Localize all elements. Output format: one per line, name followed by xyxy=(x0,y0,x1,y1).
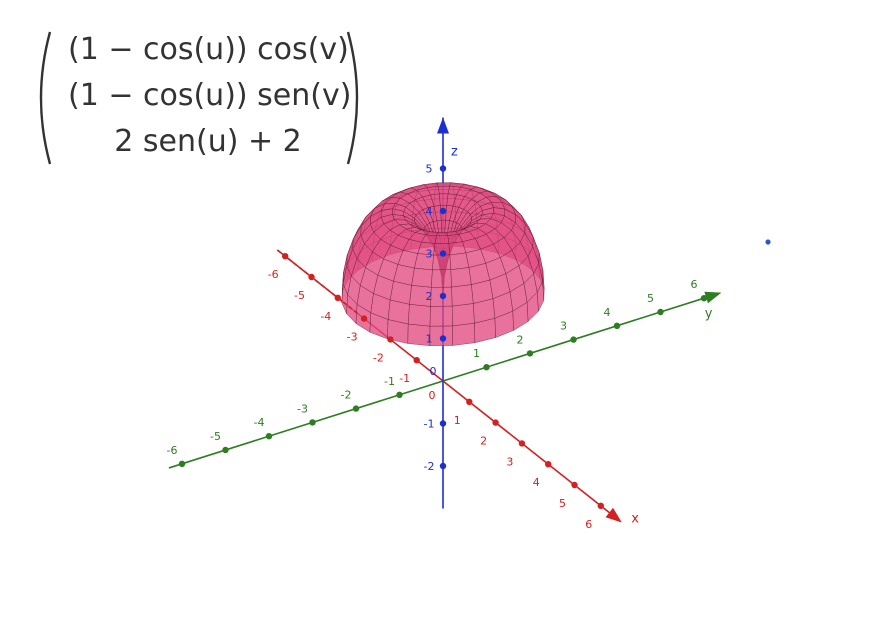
parametric-formula: (1 − cos(u)) cos(v) (1 − cos(u)) sen(v) … xyxy=(28,28,368,168)
x-tick-dot xyxy=(597,502,604,509)
x-tick-dot xyxy=(518,440,526,447)
free-point[interactable] xyxy=(765,239,771,245)
x-axis-dashed-segment xyxy=(276,249,360,316)
y-tick-dot xyxy=(657,308,664,316)
z-tick-dot xyxy=(439,462,447,470)
y-tick-label: -5 xyxy=(210,430,221,443)
surface-patch[interactable] xyxy=(505,265,525,293)
formula-row-y: (1 − cos(u)) sen(v) xyxy=(68,78,352,113)
x-tick-label: 6 xyxy=(585,518,592,531)
surface-patch[interactable] xyxy=(449,252,470,270)
surface-patch[interactable] xyxy=(432,254,452,271)
z-origin-label: 0 xyxy=(430,365,437,378)
y-axis-arrow xyxy=(704,291,722,304)
y-tick-dot xyxy=(309,419,316,426)
z-tick-label: 5 xyxy=(426,163,433,176)
x-axis-arrow xyxy=(605,507,622,523)
z-tick-dot xyxy=(439,292,447,300)
formula-row-x: (1 − cos(u)) cos(v) xyxy=(68,32,349,67)
z-tick-label: -1 xyxy=(424,418,435,431)
surface-patch[interactable] xyxy=(429,305,453,327)
x-tick-dot xyxy=(571,481,578,489)
formula-row-z: 2 sen(u) + 2 xyxy=(114,124,302,159)
z-tick-dot xyxy=(439,420,447,427)
z-tick-dot xyxy=(439,250,447,257)
x-tick-dot xyxy=(282,253,289,260)
z-tick-label: 4 xyxy=(426,205,433,218)
y-tick-dot xyxy=(222,446,229,454)
y-tick-dot xyxy=(613,322,621,329)
z-tick-dot xyxy=(439,335,447,342)
right-paren xyxy=(346,31,359,165)
x-tick-dot xyxy=(492,419,499,426)
x-tick-label: -6 xyxy=(268,268,279,281)
surface-patch[interactable] xyxy=(436,182,452,187)
surface-patch[interactable] xyxy=(452,322,476,346)
x-tick-dot xyxy=(545,461,552,468)
surface-patch[interactable] xyxy=(431,269,452,288)
z-tick-label: -2 xyxy=(424,460,435,473)
x-tick-label: 2 xyxy=(480,435,487,448)
x-tick-label: -4 xyxy=(320,310,331,323)
y-tick-label: -6 xyxy=(167,444,178,457)
z-tick-dot xyxy=(439,207,447,215)
x-tick-label: 3 xyxy=(506,455,513,468)
x-tick-dot xyxy=(387,336,394,343)
y-tick-label: 6 xyxy=(691,278,698,291)
x-tick-label: -2 xyxy=(373,351,384,364)
y-tick-dot xyxy=(178,460,186,467)
x-axis-label: x xyxy=(631,511,639,526)
y-axis-label: y xyxy=(705,306,713,321)
x-tick-label: -5 xyxy=(294,289,305,302)
y-tick-label: -4 xyxy=(254,416,265,429)
x-tick-dot xyxy=(360,315,368,322)
y-tick-dot xyxy=(396,391,403,398)
x-tick-label: 4 xyxy=(533,476,540,489)
axes-front: -6-5-4-3-2-1123456-6-5-4-3-2-1123456-2-1… xyxy=(167,117,722,531)
z-tick-label: 2 xyxy=(426,290,433,303)
x-origin-label: 0 xyxy=(429,389,436,402)
y-tick-label: 4 xyxy=(604,306,611,319)
surface[interactable] xyxy=(341,182,545,346)
z-tick-dot xyxy=(439,165,447,172)
surface-patch[interactable] xyxy=(407,304,431,327)
y-tick-label: 3 xyxy=(560,320,567,333)
z-tick-label: 1 xyxy=(426,333,433,346)
x-tick-dot xyxy=(308,273,315,281)
left-paren xyxy=(39,31,52,165)
surface-patch[interactable] xyxy=(434,235,450,244)
surface-patch[interactable] xyxy=(450,267,472,288)
x-tick-label: 1 xyxy=(454,414,461,427)
y-tick-dot xyxy=(352,405,360,412)
surface-patch[interactable] xyxy=(436,232,449,237)
y-tick-label: 1 xyxy=(473,347,480,360)
x-tick-dot xyxy=(334,294,341,301)
y-tick-label: -1 xyxy=(384,375,395,388)
x-tick-label: -3 xyxy=(347,331,358,344)
y-tick-label: 2 xyxy=(517,333,524,346)
surface-patch[interactable] xyxy=(429,325,453,346)
x-tick-label: 5 xyxy=(559,497,566,510)
z-axis-arrow xyxy=(437,117,449,134)
z-tick-label: 3 xyxy=(426,248,433,261)
y-tick-label: 5 xyxy=(647,292,654,305)
y-tick-dot xyxy=(700,295,708,302)
x-tick-dot xyxy=(413,357,420,364)
y-tick-label: -2 xyxy=(341,389,352,402)
y-tick-dot xyxy=(265,433,273,440)
surface-patch[interactable] xyxy=(437,185,450,195)
y-tick-label: -3 xyxy=(297,402,308,415)
y-tick-dot xyxy=(526,350,534,357)
surface-patch[interactable] xyxy=(451,284,474,307)
x-tick-dot xyxy=(466,398,473,405)
x-tick-label: -1 xyxy=(399,372,410,385)
y-tick-dot xyxy=(570,336,577,343)
surface-patch[interactable] xyxy=(451,303,475,327)
z-axis-label: z xyxy=(451,145,458,160)
surface-patch[interactable] xyxy=(411,267,433,288)
y-tick-dot xyxy=(483,364,490,371)
